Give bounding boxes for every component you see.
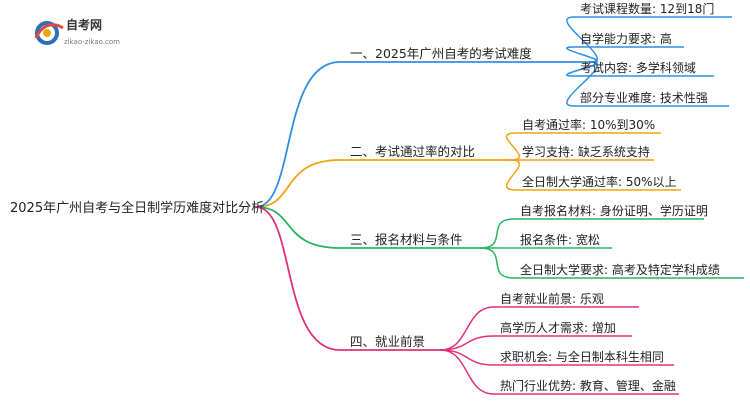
leaf-label-4-1: 自考就业前景: 乐观 — [500, 291, 604, 306]
leaf-connector-4-3 — [439, 349, 495, 366]
branch-connector-2 — [255, 159, 341, 208]
leaf-label-1-1: 考试课程数量: 12到18门 — [580, 1, 714, 16]
leaf-label-4-3: 求职机会: 与全日制本科生相同 — [500, 349, 664, 364]
root-node-label: 2025年广州自考与全日制学历难度对比分析 — [10, 200, 264, 216]
leaf-label-1-4: 部分专业难度: 技术性强 — [580, 90, 708, 105]
leaf-connector-4-2 — [439, 335, 495, 351]
leaf-connector-3-1 — [479, 218, 515, 249]
branch-connector-3 — [255, 206, 341, 249]
logo-url: zikao-zikao.com — [64, 38, 120, 46]
branch-label-3: 三、报名材料与条件 — [350, 232, 463, 247]
leaf-connector-2-3 — [505, 159, 521, 191]
branch-label-1: 一、2025年广州自考的考试难度 — [350, 46, 532, 61]
leaf-label-3-3: 全日制大学要求: 高考及特定学科成绩 — [520, 262, 720, 277]
leaf-label-1-2: 自学能力要求: 高 — [580, 31, 672, 46]
leaf-connector-3-3 — [479, 247, 515, 279]
branch-connector-4 — [255, 206, 341, 351]
mind-map-nodes: 2025年广州自考与全日制学历难度对比分析 一、2025年广州自考的考试难度 考试课… — [10, 1, 720, 393]
leaf-connector-1-4 — [566, 61, 598, 107]
branch-label-2: 二、考试通过率的对比 — [350, 144, 475, 159]
logo-title: 自考网 — [66, 18, 103, 32]
site-logo: 自考网 zikao-zikao.com — [32, 14, 152, 54]
leaf-label-4-2: 高学历人才需求: 增加 — [500, 320, 616, 335]
leaf-label-2-2: 学习支持: 缺乏系统支持 — [522, 144, 650, 159]
branch-label-4: 四、就业前景 — [350, 334, 425, 349]
mind-map-edges — [255, 16, 744, 395]
leaf-label-2-1: 自考通过率: 10%到30% — [522, 117, 655, 132]
leaf-label-3-1: 自考报名材料: 身份证明、学历证明 — [520, 203, 708, 218]
leaf-label-3-2: 报名条件: 宽松 — [520, 232, 600, 247]
leaf-label-4-4: 热门行业优势: 教育、管理、金融 — [500, 378, 676, 393]
leaf-connector-4-4 — [439, 349, 495, 395]
leaf-label-1-3: 考试内容: 多学科领域 — [580, 60, 696, 75]
leaf-connector-4-1 — [439, 306, 495, 351]
leaf-connector-2-1 — [506, 132, 520, 161]
branch-connector-1 — [255, 61, 341, 208]
leaf-label-2-3: 全日制大学通过率: 50%以上 — [522, 174, 677, 189]
leaf-connector-1-2 — [566, 46, 598, 63]
logo-mark-icon — [34, 21, 64, 45]
